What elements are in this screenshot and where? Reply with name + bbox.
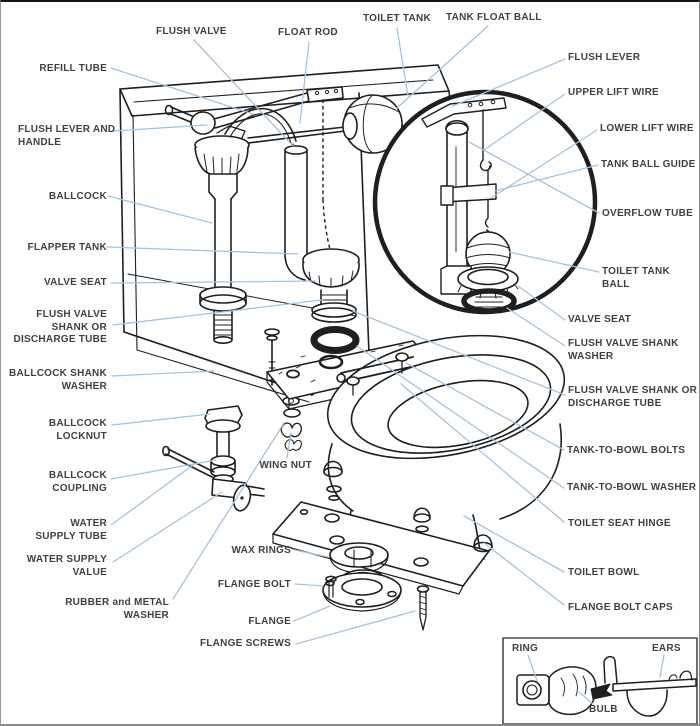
flush-valve-drawing — [284, 145, 360, 354]
label-flange-bolt: FLANGE BOLT — [217, 579, 291, 590]
label-valve-seat-right: VALVE SEAT — [568, 314, 632, 325]
float-rod-ball-drawing — [247, 94, 403, 154]
label-tank-to-bowl-washer: TANK-TO-BOWL WASHER — [567, 482, 697, 493]
label-tank-float-ball: TANK FLOAT BALL — [446, 12, 542, 23]
label-tank-ball-guide: TANK BALL GUIDE — [601, 159, 696, 170]
label-flapper-tank: FLAPPER TANK — [27, 242, 107, 253]
label-flange: FLANGE — [248, 616, 291, 627]
label-water-supply-tube: WATER SUPPLY TUBE — [35, 518, 107, 542]
label-upper-lift-wire: UPPER LIFT WIRE — [568, 87, 659, 98]
label-refill-tube: REFILL TUBE — [39, 63, 107, 74]
label-ears: EARS — [652, 643, 681, 654]
label-ring: RING — [512, 643, 538, 654]
label-float-rod: FLOAT ROD — [278, 27, 338, 38]
label-ballcock-coupling: BALLCOCK COUPLING — [48, 470, 107, 494]
label-overflow-tube: OVERFLOW TUBE — [602, 208, 694, 219]
label-water-supply-value: WATER SUPPLY VALUE — [26, 554, 107, 578]
toilet-bowl-drawing — [266, 334, 566, 595]
label-toilet-tank-ball: TOILET TANK BALL — [602, 266, 670, 290]
label-flush-valve-shank-right: FLUSH VALVE SHANK OR DISCHARGE TUBE — [568, 385, 698, 409]
label-flush-valve: FLUSH VALVE — [156, 26, 227, 37]
label-toilet-bowl: TOILET BOWL — [568, 567, 640, 578]
label-bulb: BULB — [589, 704, 618, 715]
flapper-inset-drawing — [502, 637, 698, 724]
label-wax-rings: WAX RINGS — [231, 545, 291, 556]
wax-ring-flange-drawing — [322, 542, 430, 631]
ballcock-drawing — [194, 125, 250, 344]
label-ballcock-locknut: BALLCOCK LOCKNUT — [48, 418, 107, 442]
label-flush-valve-shank-left: FLUSH VALVE SHANK OR DISCHARGE TUBE — [13, 309, 107, 345]
magnifier-detail-drawing — [372, 89, 598, 315]
label-ballcock: BALLCOCK — [48, 191, 107, 202]
label-flush-lever-and-handle: FLUSH LEVER AND HANDLE — [18, 124, 116, 148]
water-supply-drawing — [162, 405, 265, 512]
label-rubber-and-metal-washer: RUBBER and METAL WASHER — [65, 597, 169, 621]
leader-lines — [106, 25, 665, 705]
label-ballcock-shank-washer: BALLCOCK SHANK WASHER — [9, 368, 107, 392]
label-tank-to-bowl-bolts: TANK-TO-BOWL BOLTS — [567, 445, 686, 456]
label-flange-bolt-caps: FLANGE BOLT CAPS — [568, 602, 673, 613]
label-toilet-seat-hinge: TOILET SEAT HINGE — [568, 518, 671, 529]
label-flush-valve-shank-washer: FLUSH VALVE SHANK WASHER — [568, 338, 679, 362]
label-wing-nut: WING NUT — [259, 460, 312, 471]
label-flush-lever: FLUSH LEVER — [568, 52, 641, 63]
tank-to-bowl-gasket — [310, 326, 360, 354]
label-flange-screws: FLANGE SCREWS — [199, 638, 291, 649]
label-toilet-tank: TOILET TANK — [363, 13, 431, 24]
label-lower-lift-wire: LOWER LIFT WIRE — [600, 123, 694, 134]
label-valve-seat-left: VALVE SEAT — [43, 277, 107, 288]
